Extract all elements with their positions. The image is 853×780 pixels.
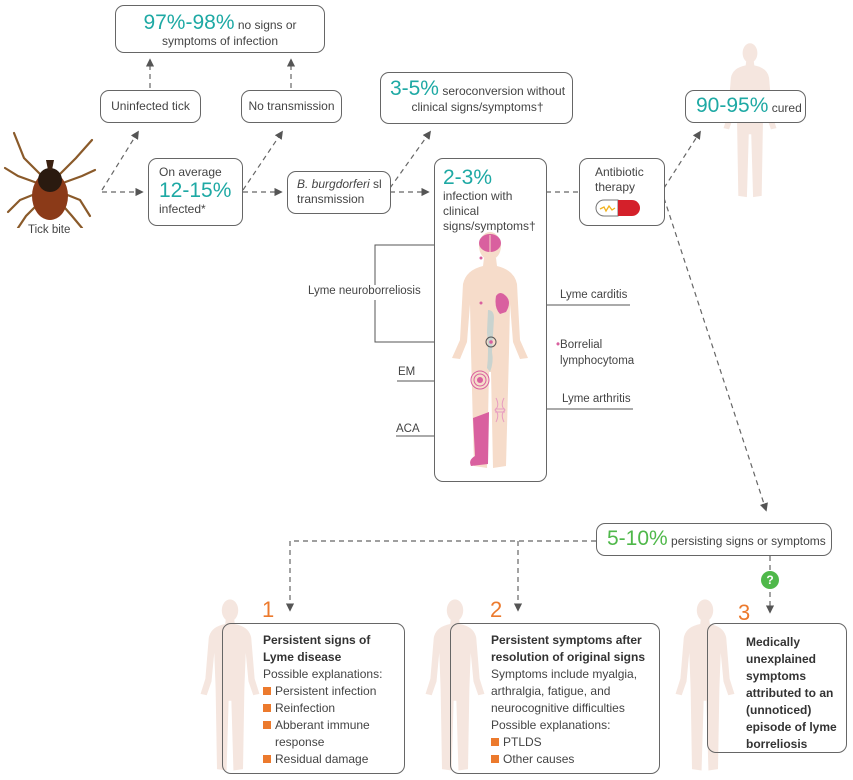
outcome-3-number: 3	[738, 600, 751, 625]
outcome-1-title: Persistent signs of Lyme disease	[263, 633, 371, 664]
no-transmission-label: No transmission	[248, 99, 335, 113]
transmission-box: B. burgdorferi sl transmission	[287, 171, 391, 214]
outcome-1-item: Residual damage	[263, 751, 404, 768]
species-name: B. burgdorferi	[297, 177, 370, 191]
question-icon: ?	[761, 571, 779, 589]
seroconversion-box: 3-5% seroconversion without clinical sig…	[380, 72, 573, 124]
persisting-box: 5-10% persisting signs or symptoms	[596, 523, 832, 556]
carditis-label: Lyme carditis	[560, 289, 628, 301]
outcome-1-box: Persistent signs of Lyme disease Possibl…	[222, 623, 405, 774]
outcome-1-item: Persistent infection	[263, 683, 404, 700]
infected-percent: 12-15%	[159, 179, 232, 202]
seroconversion-percent: 3-5%	[389, 77, 439, 100]
outcome-3-title: Medically unexplained symptoms attribute…	[746, 635, 837, 751]
aca-label: ACA	[396, 423, 420, 435]
no-symptoms-box: 97%-98% no signs or symptoms of infectio…	[115, 5, 325, 53]
nerve-marker-icon	[485, 336, 497, 348]
persisting-text: persisting signs or symptoms	[671, 534, 826, 548]
outcome-2-box: Persistent symptoms after resolution of …	[450, 623, 660, 774]
no-symptoms-percent: 97%-98%	[143, 11, 235, 34]
antibiotic-text: Antibiotic therapy	[595, 165, 644, 194]
neuroborreliosis-label: Lyme neuroborreliosis	[308, 285, 421, 297]
outcome-1-subtitle: Possible explanations:	[263, 667, 383, 681]
outcome-2-description: Symptoms include myalgia, arthralgia, fa…	[491, 667, 638, 715]
no-symptoms-text: no signs or symptoms of infection	[161, 18, 297, 48]
lymphocytoma-label: •Borrelial lymphocytoma	[556, 337, 640, 369]
heart-icon	[495, 293, 509, 314]
uninfected-tick-box: Uninfected tick	[100, 90, 201, 123]
clinical-infection-box: 2-3% infection with clinical signs/sympt…	[434, 158, 547, 482]
outcome-3-box: Medically unexplained symptoms attribute…	[707, 623, 847, 753]
outcome-2-title: Persistent symptoms after resolution of …	[491, 633, 646, 664]
infected-post-text: infected*	[159, 202, 206, 216]
capsule-icon	[595, 199, 640, 217]
outcome-2-item: PTLDS	[491, 734, 659, 751]
knee-joint-icon	[494, 397, 506, 423]
lymphocytoma-text: Borrelial lymphocytoma	[560, 339, 635, 367]
aca-skin-icon	[470, 412, 489, 466]
outcome-1-item: Reinfection	[263, 700, 404, 717]
infected-box: On average 12-15% infected*	[148, 158, 243, 226]
outcome-2-subtitle: Possible explanations:	[491, 718, 611, 732]
arthritis-label: Lyme arthritis	[562, 393, 631, 405]
tick-bite-label: Tick bite	[28, 224, 71, 236]
em-label: EM	[398, 366, 416, 378]
transmission-text: sl transmission	[297, 177, 382, 206]
seroconversion-text: seroconversion without clinical signs/sy…	[411, 84, 566, 114]
cured-text: cured	[771, 101, 802, 115]
clinical-percent: 2-3%	[443, 166, 493, 189]
infected-pre-text: On average	[159, 165, 222, 179]
cured-percent: 90-95%	[696, 94, 769, 117]
body-manifestations-figure	[452, 232, 528, 468]
outcome-2-number: 2	[490, 597, 503, 622]
antibiotic-therapy-box: Antibiotic therapy	[579, 158, 665, 226]
uninfected-tick-label: Uninfected tick	[111, 99, 190, 113]
outcome-1-number: 1	[262, 597, 275, 622]
no-transmission-box: No transmission	[241, 90, 342, 123]
persisting-percent: 5-10%	[607, 527, 668, 550]
tick-image	[3, 131, 97, 228]
outcome-2-item: Other causes	[491, 751, 659, 768]
cured-box: 90-95% cured	[685, 90, 806, 123]
outcome-1-item: Abberant immune response	[263, 717, 404, 751]
erythema-migrans-icon	[470, 370, 490, 390]
clinical-text: infection with clinical signs/symptoms†	[443, 189, 536, 233]
